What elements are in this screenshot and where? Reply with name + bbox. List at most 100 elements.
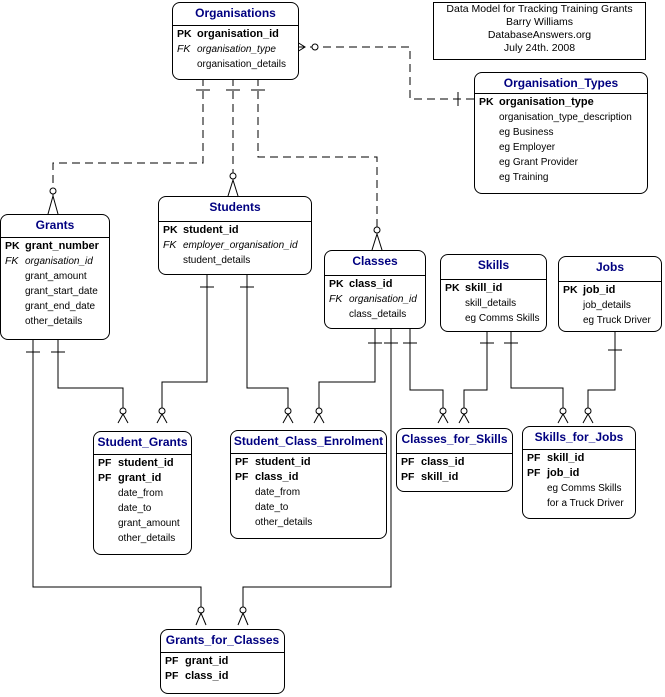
entity-divider [231, 453, 386, 454]
attribute-name: student_id [255, 456, 311, 468]
attribute-name: skill_id [547, 452, 585, 464]
attribute-name: other_details [25, 316, 83, 327]
entity-divider [441, 279, 546, 280]
attribute-name: grant_amount [25, 271, 87, 282]
entity-title: Grants_for_Classes [165, 633, 280, 647]
attribute-row: grant_start_date [5, 285, 98, 297]
entity-title: Organisations [195, 6, 276, 20]
attribute-name: job_id [547, 467, 580, 479]
key-marker: PK [445, 282, 460, 294]
attribute-name: job_id [583, 284, 616, 296]
attribute-row: date_to [235, 501, 288, 513]
entity-title: Classes_for_Skills [401, 432, 508, 446]
attribute-name: eg Comms Skills [547, 483, 622, 494]
note-line: DatabaseAnswers.org [487, 29, 592, 41]
entity-divider [475, 93, 647, 94]
attribute-row: eg Employer [479, 141, 555, 153]
attribute-name: skill_id [421, 471, 459, 483]
entity-divider [173, 25, 298, 26]
entity-title: Skills_for_Jobs [534, 430, 624, 444]
entity-divider [94, 454, 191, 455]
attribute-row: for a Truck Driver [527, 497, 624, 509]
attribute-name: employer_organisation_id [183, 240, 298, 251]
attribute-name: organisation_id [197, 28, 279, 40]
attribute-name: organisation_type [499, 96, 594, 108]
attribute-row: PK student_id [163, 224, 239, 236]
attribute-row: eg Comms Skills [445, 312, 539, 324]
attribute-name: class_id [185, 670, 229, 682]
attribute-row: grant_amount [5, 270, 87, 282]
attribute-name: date_from [118, 488, 164, 499]
attribute-name: eg Training [499, 172, 549, 183]
entity-divider [161, 652, 284, 653]
attribute-name: eg Comms Skills [465, 313, 540, 324]
entity-title: Student_Class_Enrolment [233, 434, 384, 448]
attribute-name: grant_start_date [25, 286, 98, 297]
entity-title: Student_Grants [97, 435, 188, 449]
key-marker: PF [165, 655, 179, 667]
attribute-name: eg Grant Provider [499, 157, 578, 168]
attribute-name: for a Truck Driver [547, 498, 624, 509]
key-marker: PK [177, 28, 192, 40]
attribute-row: eg Training [479, 171, 548, 183]
attribute-name: student_details [183, 255, 251, 266]
attribute-row: organisation_type_description [479, 111, 632, 123]
attribute-row: PF job_id [527, 467, 579, 479]
attribute-name: grant_end_date [25, 301, 96, 312]
entity-divider [559, 281, 661, 282]
note-line: Data Model for Tracking Training Grants [446, 3, 633, 15]
note-line: July 24th. 2008 [503, 42, 576, 54]
key-marker: PF [98, 472, 112, 484]
key-marker: PF [235, 471, 249, 483]
key-marker: PF [165, 670, 179, 682]
attribute-row: class_details [329, 308, 406, 320]
attribute-row: date_to [98, 502, 151, 514]
attribute-row: organisation_details [177, 58, 286, 70]
attribute-name: grant_number [25, 240, 99, 252]
attribute-row: student_details [163, 254, 250, 266]
key-marker: PF [98, 457, 112, 469]
key-marker: PF [401, 471, 415, 483]
entity-divider [1, 237, 109, 238]
attribute-name: date_from [255, 487, 301, 498]
attribute-name: skill_details [465, 298, 517, 309]
attribute-name: organisation_id [349, 294, 417, 305]
attribute-name: job_details [583, 300, 631, 311]
attribute-row: PF skill_id [401, 471, 458, 483]
attribute-name: other_details [118, 533, 176, 544]
entity-divider [523, 449, 635, 450]
key-marker: FK [177, 43, 191, 55]
attribute-name: class_id [349, 278, 393, 290]
attribute-name: student_id [183, 224, 239, 236]
entity-divider [325, 275, 425, 276]
attribute-row: other_details [98, 532, 175, 544]
attribute-name: student_id [118, 457, 174, 469]
attribute-row: grant_amount [98, 517, 180, 529]
key-marker: PK [163, 224, 178, 236]
attribute-row: date_from [98, 487, 163, 499]
attribute-name: organisation_id [25, 256, 93, 267]
attribute-name: grant_amount [118, 518, 180, 529]
key-marker: PK [563, 284, 578, 296]
entity-title: Classes [352, 254, 398, 268]
diagram-note: Data Model for Tracking Training Grants … [433, 2, 646, 60]
attribute-row: eg Truck Driver [563, 314, 651, 326]
attribute-name: organisation_type [197, 44, 276, 55]
attribute-row: other_details [5, 315, 82, 327]
key-marker: PF [235, 456, 249, 468]
entity-title: Students [209, 200, 261, 214]
attribute-row: PK job_id [563, 284, 615, 296]
key-marker: PF [527, 467, 541, 479]
